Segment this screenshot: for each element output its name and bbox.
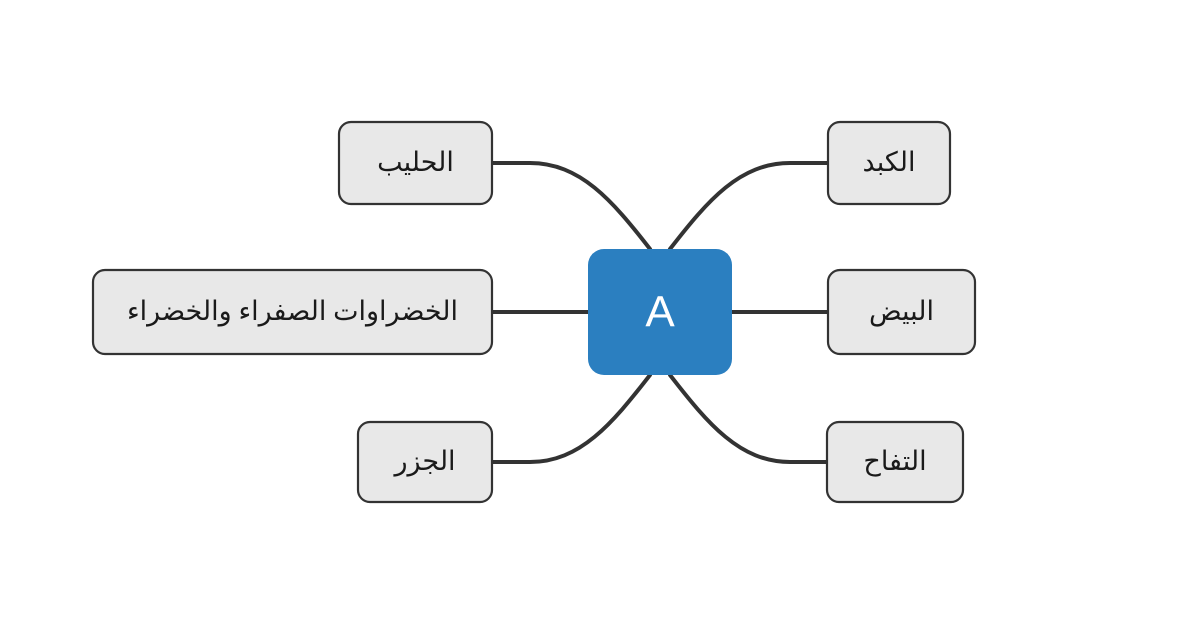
- node-carrots[interactable]: الجزر: [356, 420, 494, 504]
- node-milk-box[interactable]: [337, 120, 494, 206]
- node-milk-label: الحليب: [377, 147, 454, 177]
- connector-apples: [668, 373, 829, 464]
- node-liver-box[interactable]: [826, 120, 952, 206]
- node-liver[interactable]: الكبد: [826, 120, 952, 206]
- node-yellow-green-vegetables-label: الخضراوات الصفراء والخضراء: [127, 296, 458, 327]
- node-apples-box[interactable]: [825, 420, 965, 504]
- node-center-label: A: [645, 288, 675, 337]
- node-carrots-label: الجزر: [392, 446, 455, 477]
- node-apples[interactable]: التفاح: [825, 420, 965, 504]
- node-eggs-label: البيض: [869, 296, 934, 327]
- node-apples-label: التفاح: [863, 446, 926, 477]
- node-carrots-box[interactable]: [356, 420, 494, 504]
- node-yellow-green-vegetables-box[interactable]: [91, 268, 494, 356]
- connector-carrots: [490, 373, 652, 464]
- node-center-box[interactable]: [588, 249, 732, 375]
- node-center[interactable]: A: [588, 249, 732, 375]
- connector-milk: [490, 161, 652, 251]
- node-eggs[interactable]: البيض: [826, 268, 977, 356]
- node-yellow-green-vegetables[interactable]: الخضراوات الصفراء والخضراء: [91, 268, 494, 356]
- node-eggs-box[interactable]: [826, 268, 977, 356]
- connector-group: [490, 161, 830, 464]
- node-liver-label: الكبد: [863, 147, 916, 177]
- connector-liver: [668, 161, 830, 251]
- node-milk[interactable]: الحليب: [337, 120, 494, 206]
